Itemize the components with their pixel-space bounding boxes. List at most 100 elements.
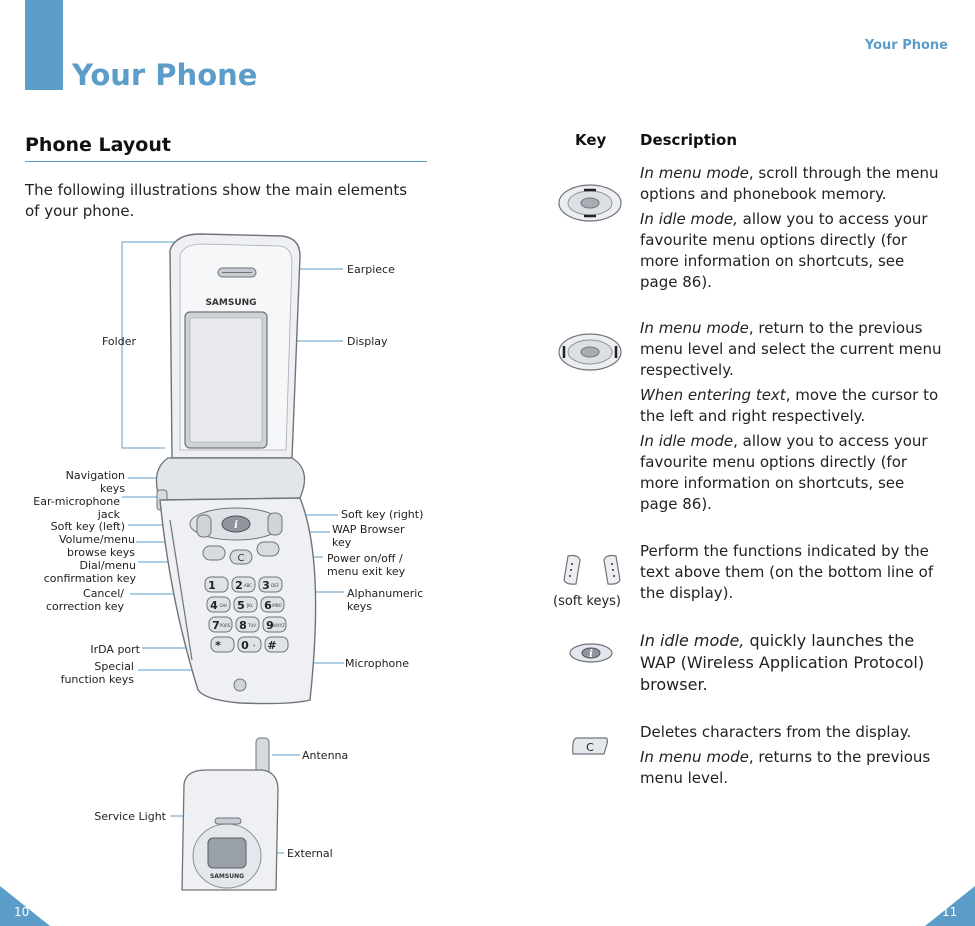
label-service-light: Service Light: [94, 810, 166, 823]
keypad-key-label: 7: [212, 619, 220, 632]
label-power-2: menu exit key: [327, 565, 406, 578]
keypad-key-sublabel: TUV: [247, 623, 256, 628]
row2-p1-rest: , return to the previous menu level and …: [640, 319, 942, 379]
keypad-key: [264, 636, 289, 653]
label-special-2: function keys: [60, 673, 134, 686]
label-folder: Folder: [102, 335, 136, 348]
keypad-key: [206, 596, 231, 613]
keypad-key-label: 0: [241, 639, 249, 652]
row1-p1-rest: , scroll through the menu options and ph…: [640, 164, 939, 203]
label-soft-key-right: Soft key (right): [341, 508, 424, 521]
soft-keys-caption: (soft keys): [553, 594, 621, 609]
label-ear-mic-2: jack: [97, 508, 120, 521]
column-header-key: Key: [575, 131, 607, 149]
label-earpiece: Earpiece: [347, 263, 395, 276]
row4-description: In idle mode, quickly launches the WAP (…: [640, 630, 945, 700]
row5-description: Deletes characters from the display. In …: [640, 722, 945, 793]
row3-description: Perform the functions indicated by the t…: [640, 541, 945, 608]
keypad-key: [233, 596, 258, 613]
label-soft-key-left: Soft key (left): [50, 520, 125, 533]
keypad-key-label: 6: [264, 599, 272, 612]
label-ear-mic-1: Ear-microphone: [33, 495, 120, 508]
label-navigation-2: keys: [100, 482, 125, 495]
clear-key-icon: C: [572, 737, 608, 755]
row5-p1: Deletes characters from the display.: [640, 723, 912, 741]
keypad-key-sublabel: +: [252, 643, 255, 648]
keypad-key: [210, 636, 235, 653]
keypad-key: [237, 636, 262, 653]
leader-nav: [128, 477, 236, 497]
svg-text:i: i: [234, 520, 238, 531]
left-page-number: 10: [14, 905, 30, 919]
keypad-key-sublabel: GHI: [219, 603, 226, 608]
keypad-key-sublabel: WXYZ: [273, 623, 285, 628]
row2-description: In menu mode, return to the previous men…: [640, 318, 945, 519]
intro-text: The following illustrations show the mai…: [25, 181, 408, 220]
keypad-key-sublabel: JKL: [246, 603, 254, 608]
keypad-key: [258, 576, 283, 593]
label-wap-1: WAP Browser: [332, 523, 405, 536]
row2-p2-em: When entering text: [640, 386, 786, 404]
keypad-key-label: #: [267, 639, 276, 652]
keypad-key: [204, 576, 229, 593]
row4-p1-rest: quickly launches the WAP (Wireless Appli…: [640, 631, 925, 694]
section-title: Phone Layout: [25, 134, 171, 156]
label-alpha-2: keys: [347, 600, 372, 613]
label-dial-2: confirmation key: [43, 572, 136, 585]
row1-p2-em: In idle mode,: [640, 210, 738, 228]
row5-p2-rest: , returns to the previous menu level.: [640, 748, 931, 787]
keypad-key: [235, 616, 260, 633]
right-page-corner: [925, 886, 975, 926]
row1-description: In menu mode, scroll through the menu op…: [640, 163, 945, 297]
section-rule: [25, 161, 427, 162]
label-wap-2: key: [332, 536, 352, 549]
keypad-key-label: 1: [208, 579, 216, 592]
keypad-key: [231, 576, 256, 593]
keypad-key-sublabel: PQRS: [220, 623, 231, 628]
brand-text-top: SAMSUNG: [205, 298, 256, 308]
keypad-key-sublabel: MNO: [272, 603, 282, 608]
keypad-key: [260, 596, 285, 613]
label-irda: IrDA port: [90, 643, 140, 656]
row2-p1-em: In menu mode: [640, 319, 749, 337]
keypad-key-label: 2: [235, 579, 243, 592]
row1-p2-rest: allow you to access your favourite menu …: [640, 210, 928, 291]
nav-up-down-key-icon: [558, 184, 622, 222]
label-microphone: Microphone: [345, 657, 410, 670]
soft-keys-icon: [563, 554, 621, 585]
title-accent-block: [25, 0, 63, 90]
keypad-key-sublabel: ABC: [244, 583, 252, 588]
running-head: Your Phone: [864, 38, 948, 53]
label-cancel-1: Cancel/: [83, 587, 124, 600]
page-title: Your Phone: [72, 58, 258, 92]
label-volume-1: Volume/menu: [58, 533, 135, 546]
column-header-description: Description: [640, 131, 738, 149]
label-display: Display: [347, 335, 388, 348]
keypad-key-label: 8: [239, 619, 247, 632]
keypad-key: [262, 616, 287, 633]
brand-text-bottom: SAMSUNG: [210, 873, 244, 880]
label-power-1: Power on/off /: [327, 552, 403, 565]
label-special-1: Special: [94, 660, 134, 673]
label-cancel-2: correction key: [45, 600, 124, 613]
row3-text: Perform the functions indicated by the t…: [640, 542, 934, 602]
row2-p2-rest: , move the cursor to the left and right …: [640, 386, 939, 425]
label-alpha-1: Alphanumeric: [347, 587, 424, 600]
keypad-key-sublabel: DEF: [271, 583, 280, 588]
keypad-key-label: 9: [266, 619, 274, 632]
label-antenna: Antenna: [302, 749, 349, 762]
left-page-corner: [0, 886, 50, 926]
keypad-key-label: 5: [237, 599, 245, 612]
row5-p2-em: In menu mode: [640, 748, 749, 766]
svg-text:i: i: [589, 649, 593, 660]
keypad-key-label: 4: [210, 599, 218, 612]
row2-p3-em: In idle mode: [640, 432, 734, 450]
keypad-key: [208, 616, 233, 633]
svg-text:C: C: [238, 553, 245, 564]
nav-left-right-key-icon: [558, 333, 622, 371]
row4-p1-em: In idle mode,: [640, 631, 745, 650]
row2-p3-rest: , allow you to access your favourite men…: [640, 432, 928, 513]
label-volume-2: browse keys: [67, 546, 135, 559]
label-navigation-1: Navigation: [65, 469, 125, 482]
